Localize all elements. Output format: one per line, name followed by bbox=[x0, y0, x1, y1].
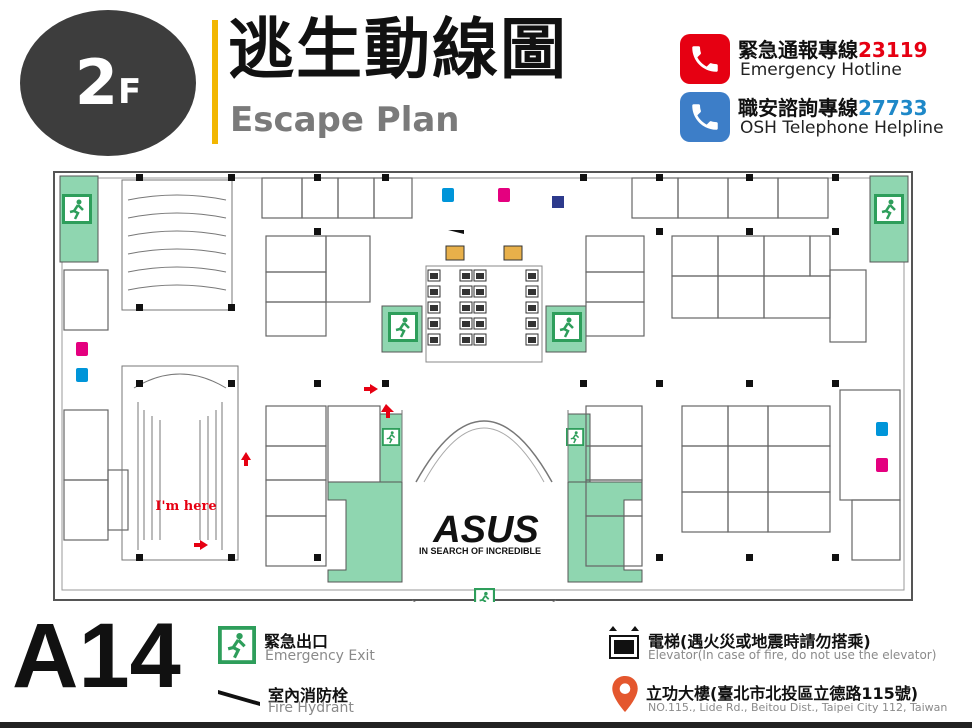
floor-plan: ASUS IN SEARCH OF INCREDIBLE bbox=[53, 171, 913, 602]
escape-arrow bbox=[381, 404, 394, 418]
floor-badge: 2 F bbox=[20, 10, 196, 156]
hotline-emergency-en: Emergency Hotline bbox=[740, 60, 902, 80]
male-restroom-icon bbox=[876, 422, 888, 436]
hotline-osh: 職安諮詢專線27733 bbox=[738, 92, 928, 121]
legend-exit-zh: 緊急出口 bbox=[264, 632, 329, 651]
hotline-osh-en: OSH Telephone Helpline bbox=[740, 118, 944, 138]
male-restroom-icon bbox=[76, 368, 88, 382]
floor-suffix: F bbox=[117, 72, 142, 112]
legend-exit-en: Emergency Exit bbox=[265, 648, 375, 664]
phone-icon bbox=[680, 92, 730, 142]
legend-address-en: NO.115., Lide Rd., Beitou Dist., Taipei … bbox=[648, 701, 948, 714]
location-pin-icon bbox=[612, 676, 638, 712]
hotline-emergency-label: 緊急通報專線 bbox=[738, 38, 858, 62]
escape-arrow bbox=[194, 540, 208, 550]
accessible-icon bbox=[552, 196, 564, 208]
stair-left bbox=[379, 413, 403, 485]
bottom-border bbox=[0, 722, 972, 728]
legend-address-zh: 立功大樓(臺北市北投區立德路115號) bbox=[646, 684, 919, 703]
escape-arrow bbox=[364, 384, 378, 394]
corridor-left-green bbox=[327, 481, 403, 583]
legend-elevator-en: Elevator(In case of fire, do not use the… bbox=[648, 648, 937, 662]
legend-hydrant-zh: 室內消防栓 bbox=[268, 686, 349, 705]
hotline-emergency-number: 23119 bbox=[858, 38, 928, 62]
you-are-here-label: I'm here bbox=[155, 499, 216, 514]
page-subtitle: Escape Plan bbox=[230, 100, 460, 140]
escape-arrow bbox=[241, 452, 251, 466]
legend-elevator-zh: 電梯(遇火災或地震時請勿搭乘) bbox=[648, 632, 871, 651]
hotline-osh-number: 27733 bbox=[858, 96, 928, 120]
building-code: A14 bbox=[12, 605, 181, 707]
elevator-icon bbox=[608, 624, 640, 660]
male-restroom-icon bbox=[442, 188, 454, 202]
floor-number: 2 bbox=[74, 46, 118, 119]
phone-icon bbox=[680, 34, 730, 84]
title-accent-bar bbox=[212, 20, 218, 144]
stair-right bbox=[567, 413, 591, 485]
female-restroom-icon bbox=[498, 188, 510, 202]
page-title: 逃生動線圖 bbox=[228, 11, 568, 88]
hotline-osh-label: 職安諮詢專線 bbox=[738, 96, 858, 120]
hotline-emergency: 緊急通報專線23119 bbox=[738, 34, 928, 63]
asus-logo: ASUS bbox=[432, 509, 539, 551]
female-restroom-icon bbox=[876, 458, 888, 472]
female-restroom-icon bbox=[76, 342, 88, 356]
emergency-exit-icon bbox=[218, 626, 256, 664]
asus-tagline: IN SEARCH OF INCREDIBLE bbox=[419, 546, 541, 556]
fire-hydrant-icon bbox=[218, 686, 260, 706]
legend-hydrant-en: Fire Hydrant bbox=[268, 700, 354, 716]
